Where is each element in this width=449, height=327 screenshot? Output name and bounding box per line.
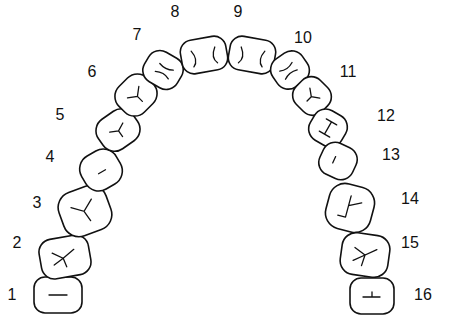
tooth — [322, 180, 378, 236]
tooth-number: 6 — [88, 64, 97, 80]
tooth — [315, 138, 362, 184]
tooth-number: 16 — [414, 287, 432, 303]
tooth — [54, 181, 117, 241]
tooth-number: 7 — [133, 27, 142, 43]
tooth-number: 4 — [46, 149, 55, 165]
tooth-number: 12 — [377, 108, 395, 124]
tooth-number: 1 — [8, 287, 17, 303]
tooth-number: 10 — [294, 30, 312, 46]
tooth — [350, 278, 394, 314]
tooth — [74, 144, 128, 197]
tooth-number: 2 — [13, 235, 22, 251]
tooth-number: 11 — [340, 64, 357, 80]
tooth-number: 14 — [401, 191, 419, 207]
tooth — [34, 277, 82, 313]
tooth-number: 8 — [171, 4, 180, 20]
tooth-number: 5 — [56, 107, 65, 123]
tooth-number: 15 — [401, 235, 419, 251]
tooth-number: 9 — [234, 4, 243, 20]
tooth — [338, 231, 391, 279]
tooth-number: 3 — [33, 195, 42, 211]
tooth-number: 13 — [382, 147, 400, 163]
tooth — [37, 233, 93, 281]
tooth — [178, 34, 229, 75]
